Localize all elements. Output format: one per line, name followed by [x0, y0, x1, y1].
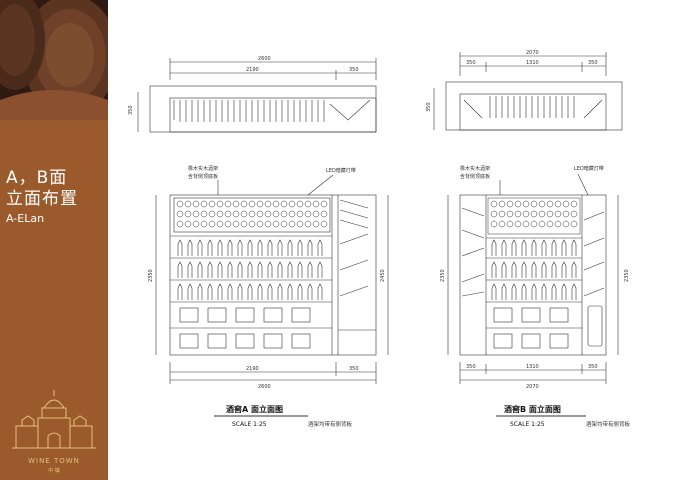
elevation-b-dim-side-top: 350 — [426, 102, 432, 112]
elevation-b-dim-top-b: 1310 — [526, 60, 539, 66]
title-line-2: 立面布置 — [6, 189, 78, 209]
elevation-a-dim-bottom-total: 2600 — [258, 384, 271, 390]
sidebar: A，B面 立面布置 A-ELan WINE TOWN 中 镇 — [0, 0, 108, 480]
elevation-b-plan-inner — [459, 93, 607, 131]
elevation-a-callout-rack: 橡木实木酒架 — [188, 165, 218, 172]
elevation-a-plan-bottles — [173, 99, 371, 122]
sidebar-subtitle: A-ELan — [6, 212, 45, 225]
elevation-a-dim-top-total: 2600 — [258, 56, 271, 62]
elevation-a-dim-left: 2350 — [148, 269, 154, 282]
elevation-a-scale: SCALE 1:25 — [232, 421, 267, 428]
title-line-1: A，B面 — [6, 168, 68, 188]
elevation-a-bottom-dims: 2190 350 2600 — [169, 362, 377, 390]
elevation-b-plan-bottles — [463, 96, 603, 119]
elevation-b-dim-bottom-a: 350 — [466, 364, 476, 370]
elevation-a-callout-rack-2: 含背侧顶底板 — [188, 173, 218, 180]
elevation-b-dim-top-c: 350 — [588, 60, 598, 66]
elevation-b-dim-right: 2350 — [624, 269, 630, 282]
wine-town-logo — [12, 390, 96, 449]
elevation-a-note: 酒架均带有侧背板 — [308, 420, 353, 428]
elevation-a-shelves — [170, 235, 332, 349]
elevation-a-vertical-dims: 2350 2450 — [148, 195, 389, 355]
elevation-b-dim-left: 2350 — [440, 269, 446, 282]
elevation-a-dim-side-top: 350 — [128, 105, 134, 115]
elevation-b-bottle-grid — [487, 197, 581, 235]
logo-text: WINE TOWN — [28, 457, 80, 465]
elevation-b-dim-bottom-total: 2070 — [526, 384, 539, 390]
elevation-b: 2070 350 1310 350 350 橡木实木酒架 含背侧顶底板 LED暗… — [426, 50, 631, 428]
elevation-b-scale: SCALE 1:25 — [510, 421, 545, 428]
elevation-a-dim-bottom-b: 350 — [349, 366, 359, 372]
elevation-b-side-dim: 350 — [426, 88, 435, 130]
elevation-a-title: 酒窖A 面立面图 — [226, 404, 283, 414]
elevation-drawing: 2600 2190 350 350 橡木实木酒架 含背侧顶底板 LED暗藏灯带 — [128, 50, 631, 428]
elevation-a-bottle-grid — [173, 197, 331, 233]
elevation-a-callout-led: LED暗藏灯带 — [326, 167, 356, 174]
elevation-a-dim-top-b: 350 — [349, 67, 359, 73]
elevation-a-side-dim: 350 — [128, 92, 139, 132]
elevation-b-bottom-dims: 350 1310 350 2070 — [459, 362, 607, 390]
elevation-b-frame — [459, 194, 607, 356]
elevation-b-dim-bottom-b: 1310 — [526, 364, 539, 370]
elevation-a-frame — [169, 194, 377, 356]
elevation-b-dim-top-total: 2070 — [526, 50, 539, 56]
elevation-b-side-racks — [461, 207, 605, 347]
elevation-b-dim-top-a: 350 — [466, 60, 476, 66]
logo-subtext: 中 镇 — [48, 468, 60, 474]
elevation-a-dim-bottom-a: 2190 — [246, 366, 259, 372]
elevation-a-plan-outline — [149, 85, 377, 133]
elevation-b-dim-bottom-c: 350 — [588, 364, 598, 370]
elevation-b-callout-led: LED暗藏灯带 — [574, 165, 604, 172]
elevation-b-title: 酒窖B 面立面图 — [504, 404, 561, 414]
elevation-b-vertical-dims: 2350 2350 — [440, 195, 630, 355]
elevation-b-note: 酒架均带有侧背板 — [586, 420, 631, 428]
elevation-b-callout-rack: 橡木实木酒架 — [460, 165, 490, 172]
elevation-a: 2600 2190 350 350 橡木实木酒架 含背侧顶底板 LED暗藏灯带 — [128, 56, 389, 428]
elevation-b-top-dims: 2070 350 1310 350 — [459, 50, 607, 76]
sidebar-title: A，B面 立面布置 — [6, 168, 106, 210]
elevation-a-plan-inner — [169, 97, 377, 133]
elevation-a-dim-top-a: 2190 — [246, 67, 259, 73]
elevation-a-top-dims: 2600 2190 350 — [169, 56, 377, 80]
elevation-a-dim-right: 2450 — [380, 269, 386, 282]
wine-barrel-image — [0, 0, 108, 120]
elevation-a-side-rack — [338, 199, 376, 331]
elevation-b-callout-rack-2: 含背侧顶底板 — [460, 173, 490, 180]
elevation-b-shelves — [486, 237, 582, 349]
